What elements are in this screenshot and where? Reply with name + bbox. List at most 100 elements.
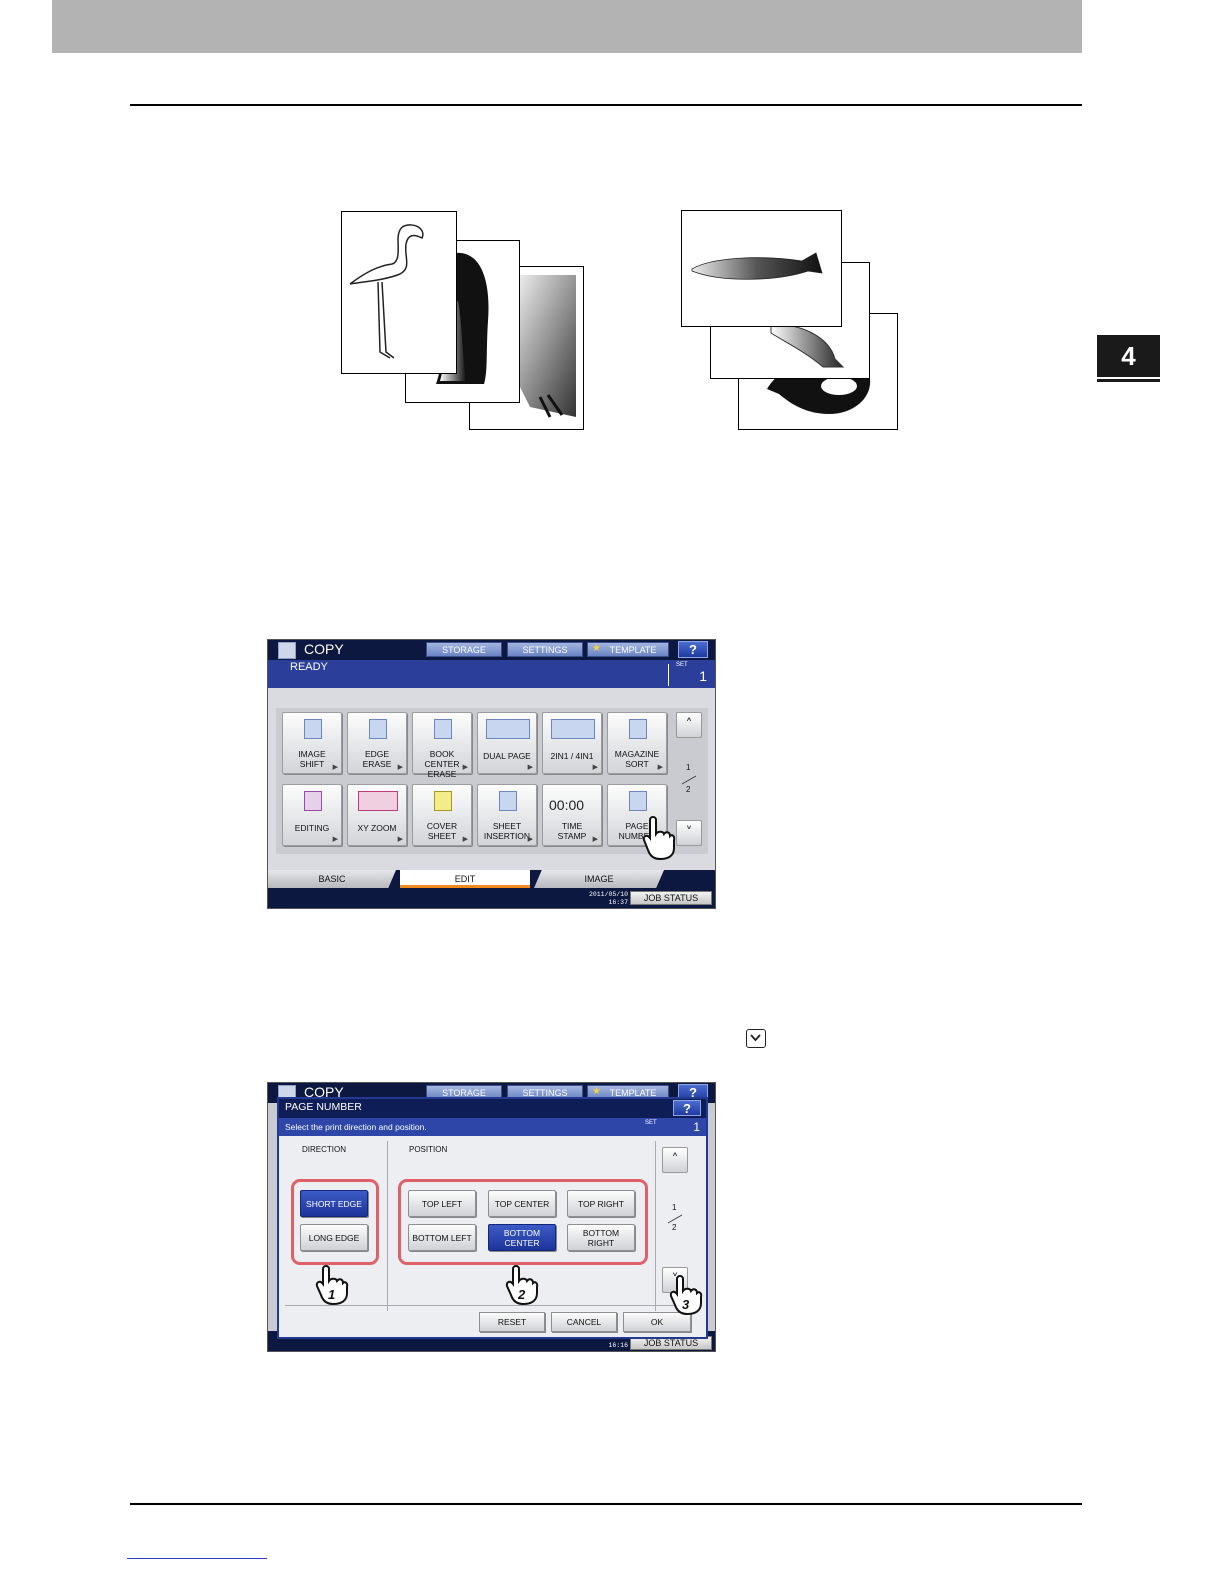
chapter-tab-underline	[1097, 379, 1160, 382]
step-3-number: 3	[682, 1297, 690, 1312]
arrow-icon: ▶	[332, 835, 338, 843]
scroll-up-button[interactable]: ˄	[662, 1147, 688, 1173]
section-divider	[387, 1141, 388, 1311]
button-label: EDITING	[294, 823, 330, 833]
sheet-insertion-icon	[499, 791, 517, 811]
footer-bar	[268, 888, 715, 908]
2in1-4in1-button[interactable]: 2IN1 / 4IN1 ▶	[542, 712, 602, 774]
star-icon: ★	[592, 643, 601, 654]
app-title: COPY	[304, 641, 344, 657]
set-label: SET	[645, 1120, 657, 1126]
arrow-icon: ▶	[592, 835, 598, 843]
tab-edit[interactable]: EDIT	[400, 870, 530, 888]
template-button[interactable]: ★ TEMPLATE	[587, 642, 669, 657]
magazine-sort-button[interactable]: MAGAZINE SORT▶	[607, 712, 667, 774]
settings-button[interactable]: SETTINGS	[507, 642, 583, 657]
bottom-right-button[interactable]: BOTTOM RIGHT	[567, 1224, 635, 1251]
xy-zoom-button[interactable]: XY ZOOM▶	[347, 784, 407, 846]
help-button[interactable]: ?	[678, 641, 708, 658]
page-number-dialog: PAGE NUMBER ? Select the print direction…	[277, 1097, 708, 1339]
book-center-erase-button[interactable]: BOOK CENTER ERASE▶	[412, 712, 472, 779]
status-bar: READY SET 1	[268, 660, 715, 688]
cancel-button[interactable]: CANCEL	[551, 1312, 617, 1332]
arrow-icon: ▶	[657, 763, 663, 771]
button-label: MAGAZINE SORT	[614, 749, 660, 769]
template-button-label: TEMPLATE	[609, 645, 657, 655]
status-text: READY	[290, 661, 328, 673]
storage-button[interactable]: STORAGE	[426, 642, 502, 657]
book-center-erase-icon	[434, 719, 452, 739]
button-label: DUAL PAGE	[483, 751, 531, 761]
date: 2011/05/10	[588, 891, 628, 898]
direction-label: DIRECTION	[302, 1145, 346, 1154]
button-label: COVER SHEET	[426, 821, 458, 841]
tab-row: BASIC EDIT IMAGE	[268, 870, 715, 888]
arrow-icon: ▶	[332, 763, 338, 771]
step-2-number: 2	[517, 1287, 526, 1302]
scroll-down-button[interactable]: ˅	[676, 820, 702, 846]
tab-basic[interactable]: BASIC	[268, 870, 396, 888]
time: 16:37	[608, 899, 628, 906]
position-highlight	[398, 1179, 648, 1265]
star-icon: ★	[592, 1086, 601, 1097]
button-label: XY ZOOM	[357, 823, 397, 833]
step-2-hand-icon: 2	[505, 1265, 539, 1305]
cover-sheet-button[interactable]: COVER SHEET ▶	[412, 784, 472, 846]
date-time: 2011/05/10 16:37	[578, 891, 628, 907]
reset-button[interactable]: RESET	[479, 1312, 545, 1332]
direction-highlight	[291, 1179, 379, 1265]
magazine-sort-icon	[629, 719, 647, 739]
edge-erase-icon	[369, 719, 387, 739]
button-label: BOOK CENTER ERASE	[424, 749, 460, 779]
short-edge-button[interactable]: SHORT EDGE	[300, 1190, 368, 1217]
button-label: 2IN1 / 4IN1	[550, 751, 594, 761]
page-total: 2	[686, 785, 691, 794]
image-shift-icon	[304, 719, 322, 739]
tab-image[interactable]: IMAGE	[534, 870, 664, 888]
long-edge-button[interactable]: LONG EDGE	[300, 1224, 368, 1251]
dialog-title: PAGE NUMBER	[285, 1101, 362, 1113]
top-center-button[interactable]: TOP CENTER	[488, 1190, 556, 1217]
button-label: TIME STAMP	[557, 821, 587, 841]
page-separator	[667, 1214, 683, 1224]
arrow-icon: ▶	[462, 835, 468, 843]
dialog-help-button[interactable]: ?	[673, 1100, 701, 1116]
ok-button[interactable]: OK	[623, 1312, 691, 1332]
footer-link-underline	[127, 1558, 267, 1559]
sheet-insertion-button[interactable]: SHEET INSERTION▶	[477, 784, 537, 846]
dual-page-button[interactable]: DUAL PAGE▶	[477, 712, 537, 774]
chevron-down-icon	[746, 1029, 766, 1048]
dialog-message: Select the print direction and position.	[285, 1122, 427, 1132]
page-number-button[interactable]: PAGE NUMBER▶	[607, 784, 667, 846]
bottom-left-button[interactable]: BOTTOM LEFT	[408, 1224, 476, 1251]
page-number-screen: COPY STORAGE SETTINGS ★ TEMPLATE ? 16:16…	[267, 1082, 716, 1352]
job-status-button[interactable]: JOB STATUS	[630, 891, 712, 905]
image-shift-button[interactable]: IMAGE SHIFT ▶	[282, 712, 342, 774]
set-count: 1	[693, 1120, 700, 1134]
top-left-button[interactable]: TOP LEFT	[408, 1190, 476, 1217]
top-right-button[interactable]: TOP RIGHT	[567, 1190, 635, 1217]
bottom-center-button[interactable]: BOTTOM CENTER	[488, 1224, 556, 1251]
button-label: IMAGE SHIFT	[298, 749, 326, 769]
copy-edit-screen: COPY STORAGE SETTINGS ★ TEMPLATE ? READY…	[267, 639, 716, 909]
title-bar: COPY STORAGE SETTINGS ★ TEMPLATE ?	[268, 640, 715, 660]
edge-erase-button[interactable]: EDGE ERASE▶	[347, 712, 407, 774]
header-band	[52, 0, 1082, 53]
page-total: 2	[672, 1223, 677, 1232]
2in1-4in1-icon	[551, 719, 595, 739]
footer-rule	[130, 1503, 1082, 1505]
arrow-icon: ▶	[592, 763, 598, 771]
actions-divider	[285, 1305, 702, 1306]
set-count: 1	[699, 668, 707, 684]
button-label: SHEET INSERTION	[483, 821, 531, 841]
editing-button[interactable]: EDITING▶	[282, 784, 342, 846]
xy-zoom-icon	[358, 791, 398, 811]
step-3-hand-icon: 3	[669, 1275, 703, 1315]
dialog-title-bar: PAGE NUMBER ?	[279, 1099, 706, 1118]
clock-icon: 00:00	[549, 797, 585, 813]
button-label: PAGE NUMBER	[618, 821, 656, 841]
arrow-icon: ▶	[527, 835, 533, 843]
page-current: 1	[672, 1203, 677, 1212]
scroll-up-button[interactable]: ˄	[676, 712, 702, 738]
